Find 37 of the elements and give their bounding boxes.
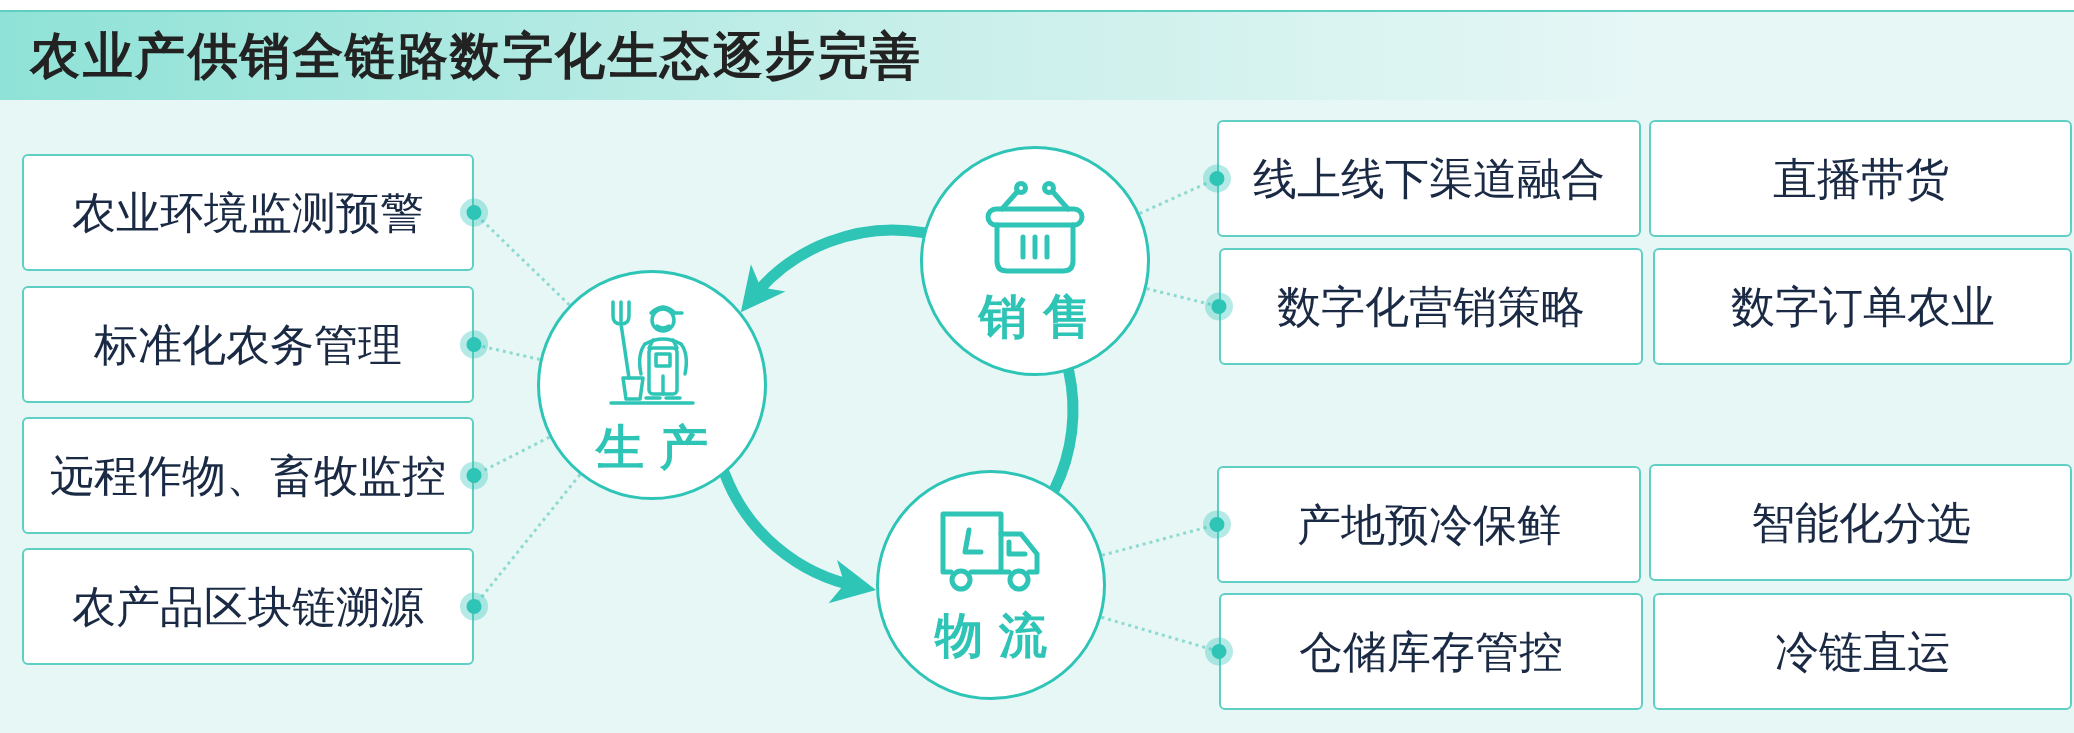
feature-label: 线上线下渠道融合 [1253,153,1605,205]
feature-box [1219,593,1643,710]
feature-label: 直播带货 [1772,153,1949,205]
feature-box [1217,120,1641,237]
feature-box [1653,248,2072,365]
dotted-connector [1101,510,1231,557]
dotted-connector [460,330,541,361]
curved-arrow [719,468,876,602]
feature-label: 标准化农务管理 [94,319,402,371]
dotted-connector [1139,164,1231,215]
dotted-connector [460,473,582,621]
feature-label: 远程作物、畜牧监控 [50,450,446,502]
feature-box [22,154,474,271]
dotted-connector [460,435,551,490]
feature-box [1649,120,2072,237]
feature-box [1653,593,2072,710]
feature-label: 数字订单农业 [1730,281,1995,333]
feature-box [1217,466,1641,583]
dotted-connector [1100,615,1233,666]
feature-label: 冷链直运 [1774,626,1951,678]
feature-label: 产地预冷保鲜 [1297,499,1561,551]
feature-label: 农产品区块链溯源 [72,581,424,633]
feature-label: 智能化分选 [1750,497,1971,549]
feature-label: 数字化营销策略 [1277,281,1585,333]
feature-box [1649,464,2072,581]
dotted-connector [460,198,571,307]
feature-label: 农业环境监测预警 [72,187,424,239]
feature-box [22,548,474,665]
feature-box [1219,248,1643,365]
feature-box [22,286,474,403]
stage-label: 销售 [977,293,1109,341]
stage-label: 物流 [933,612,1065,660]
feature-label: 仓储库存管控 [1299,626,1563,678]
dotted-connector [1146,287,1233,321]
diagram-title: 农业产供销全链路数字化生态逐步完善 [30,31,923,81]
stage-label: 生产 [594,424,726,472]
feature-box [22,417,474,534]
